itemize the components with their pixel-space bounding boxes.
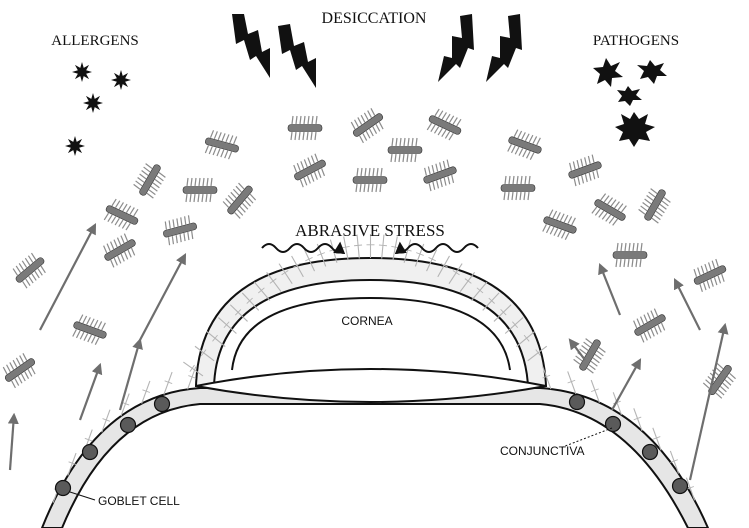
allergen-icon xyxy=(111,70,131,90)
lens-shape xyxy=(195,368,547,403)
mucin-molecule xyxy=(204,130,239,160)
mucin-molecule xyxy=(352,167,388,193)
secretion-arrow xyxy=(39,223,97,331)
secretion-arrow xyxy=(674,278,701,331)
glycocalyx-layer xyxy=(52,234,696,503)
pathogens-label: PATHOGENS xyxy=(593,33,679,49)
mucin-molecule xyxy=(12,252,46,289)
pathogen-group xyxy=(593,58,667,147)
cornea-label: CORNEA xyxy=(341,314,392,328)
desiccation-bolts xyxy=(232,14,522,88)
lightning-bolt-icon xyxy=(486,14,522,82)
mucin-molecule xyxy=(350,108,384,144)
mucin-molecule xyxy=(387,137,423,163)
mucin-molecule xyxy=(163,215,197,246)
mucin-molecule xyxy=(612,242,648,268)
lightning-bolt-icon xyxy=(278,24,316,88)
mucin-molecule xyxy=(423,159,457,192)
secretion-arrow xyxy=(78,362,103,421)
mucin-molecule xyxy=(103,233,136,268)
mucin-molecule xyxy=(573,338,606,374)
mucin-molecule xyxy=(72,314,107,345)
mucin-molecule xyxy=(287,115,323,141)
mucin-molecule xyxy=(702,362,736,399)
conjunctiva-leader xyxy=(559,427,613,449)
pathogen-icon xyxy=(593,58,623,87)
secretion-arrows xyxy=(7,223,729,481)
mucin-molecule xyxy=(133,163,166,199)
eye-structure xyxy=(40,256,710,528)
goblet-cell xyxy=(119,416,137,434)
secretion-arrow xyxy=(611,358,642,411)
allergen-group xyxy=(65,62,131,156)
mucin-molecule xyxy=(2,353,36,389)
goblet-cell xyxy=(568,393,586,411)
mucin-molecules xyxy=(2,108,736,399)
pathogen-icon xyxy=(637,60,667,84)
lightning-bolt-icon xyxy=(438,14,474,82)
secretion-arrow xyxy=(139,253,187,341)
mucin-molecule xyxy=(638,188,671,224)
mucin-molecule xyxy=(500,175,536,201)
allergens-label: ALLERGENS xyxy=(51,33,139,49)
abrasive-stress-label: ABRASIVE STRESS xyxy=(295,221,445,240)
goblet-cell xyxy=(153,395,171,413)
abrasion-arrows xyxy=(261,241,479,255)
mucin-molecule xyxy=(591,193,627,226)
secretion-arrow xyxy=(688,322,729,481)
goblet-cell xyxy=(604,415,622,433)
mucin-molecule xyxy=(182,177,218,203)
mucin-molecule xyxy=(293,153,326,188)
cornea-inner-outline xyxy=(231,296,511,371)
goblet-cell xyxy=(641,443,659,461)
mucin-molecule xyxy=(542,209,577,240)
goblet-cell-leader xyxy=(69,491,96,501)
pathogen-icon xyxy=(617,86,642,106)
mucin-molecule xyxy=(103,198,139,231)
desiccation-label: DESICCATION xyxy=(322,10,427,27)
goblet-cell xyxy=(81,443,99,461)
allergen-icon xyxy=(65,136,85,156)
conjunctiva-label: CONJUNCTIVA xyxy=(500,444,584,458)
allergen-icon xyxy=(83,93,103,113)
mucin-molecule xyxy=(568,154,602,187)
mucin-molecule xyxy=(693,258,727,292)
goblet-cell-label: GOBLET CELL xyxy=(98,494,180,508)
mucin-molecule xyxy=(633,308,666,343)
wavy-arrow-icon xyxy=(394,241,479,255)
allergen-icon xyxy=(72,62,92,82)
mucin-molecule xyxy=(222,182,257,219)
goblet-cells xyxy=(54,393,689,497)
pathogen-icon xyxy=(615,112,655,147)
wavy-arrow-icon xyxy=(261,241,346,255)
mucin-molecule xyxy=(426,108,462,141)
secretion-arrow xyxy=(7,412,19,471)
lightning-bolt-icon xyxy=(232,14,270,78)
secretion-arrow xyxy=(118,337,143,411)
secretion-arrow xyxy=(568,338,586,361)
goblet-cell xyxy=(54,479,72,497)
goblet-cell xyxy=(671,477,689,495)
mucin-molecule xyxy=(507,129,542,160)
conjunctiva-band xyxy=(40,387,710,528)
secretion-arrow xyxy=(598,262,622,316)
